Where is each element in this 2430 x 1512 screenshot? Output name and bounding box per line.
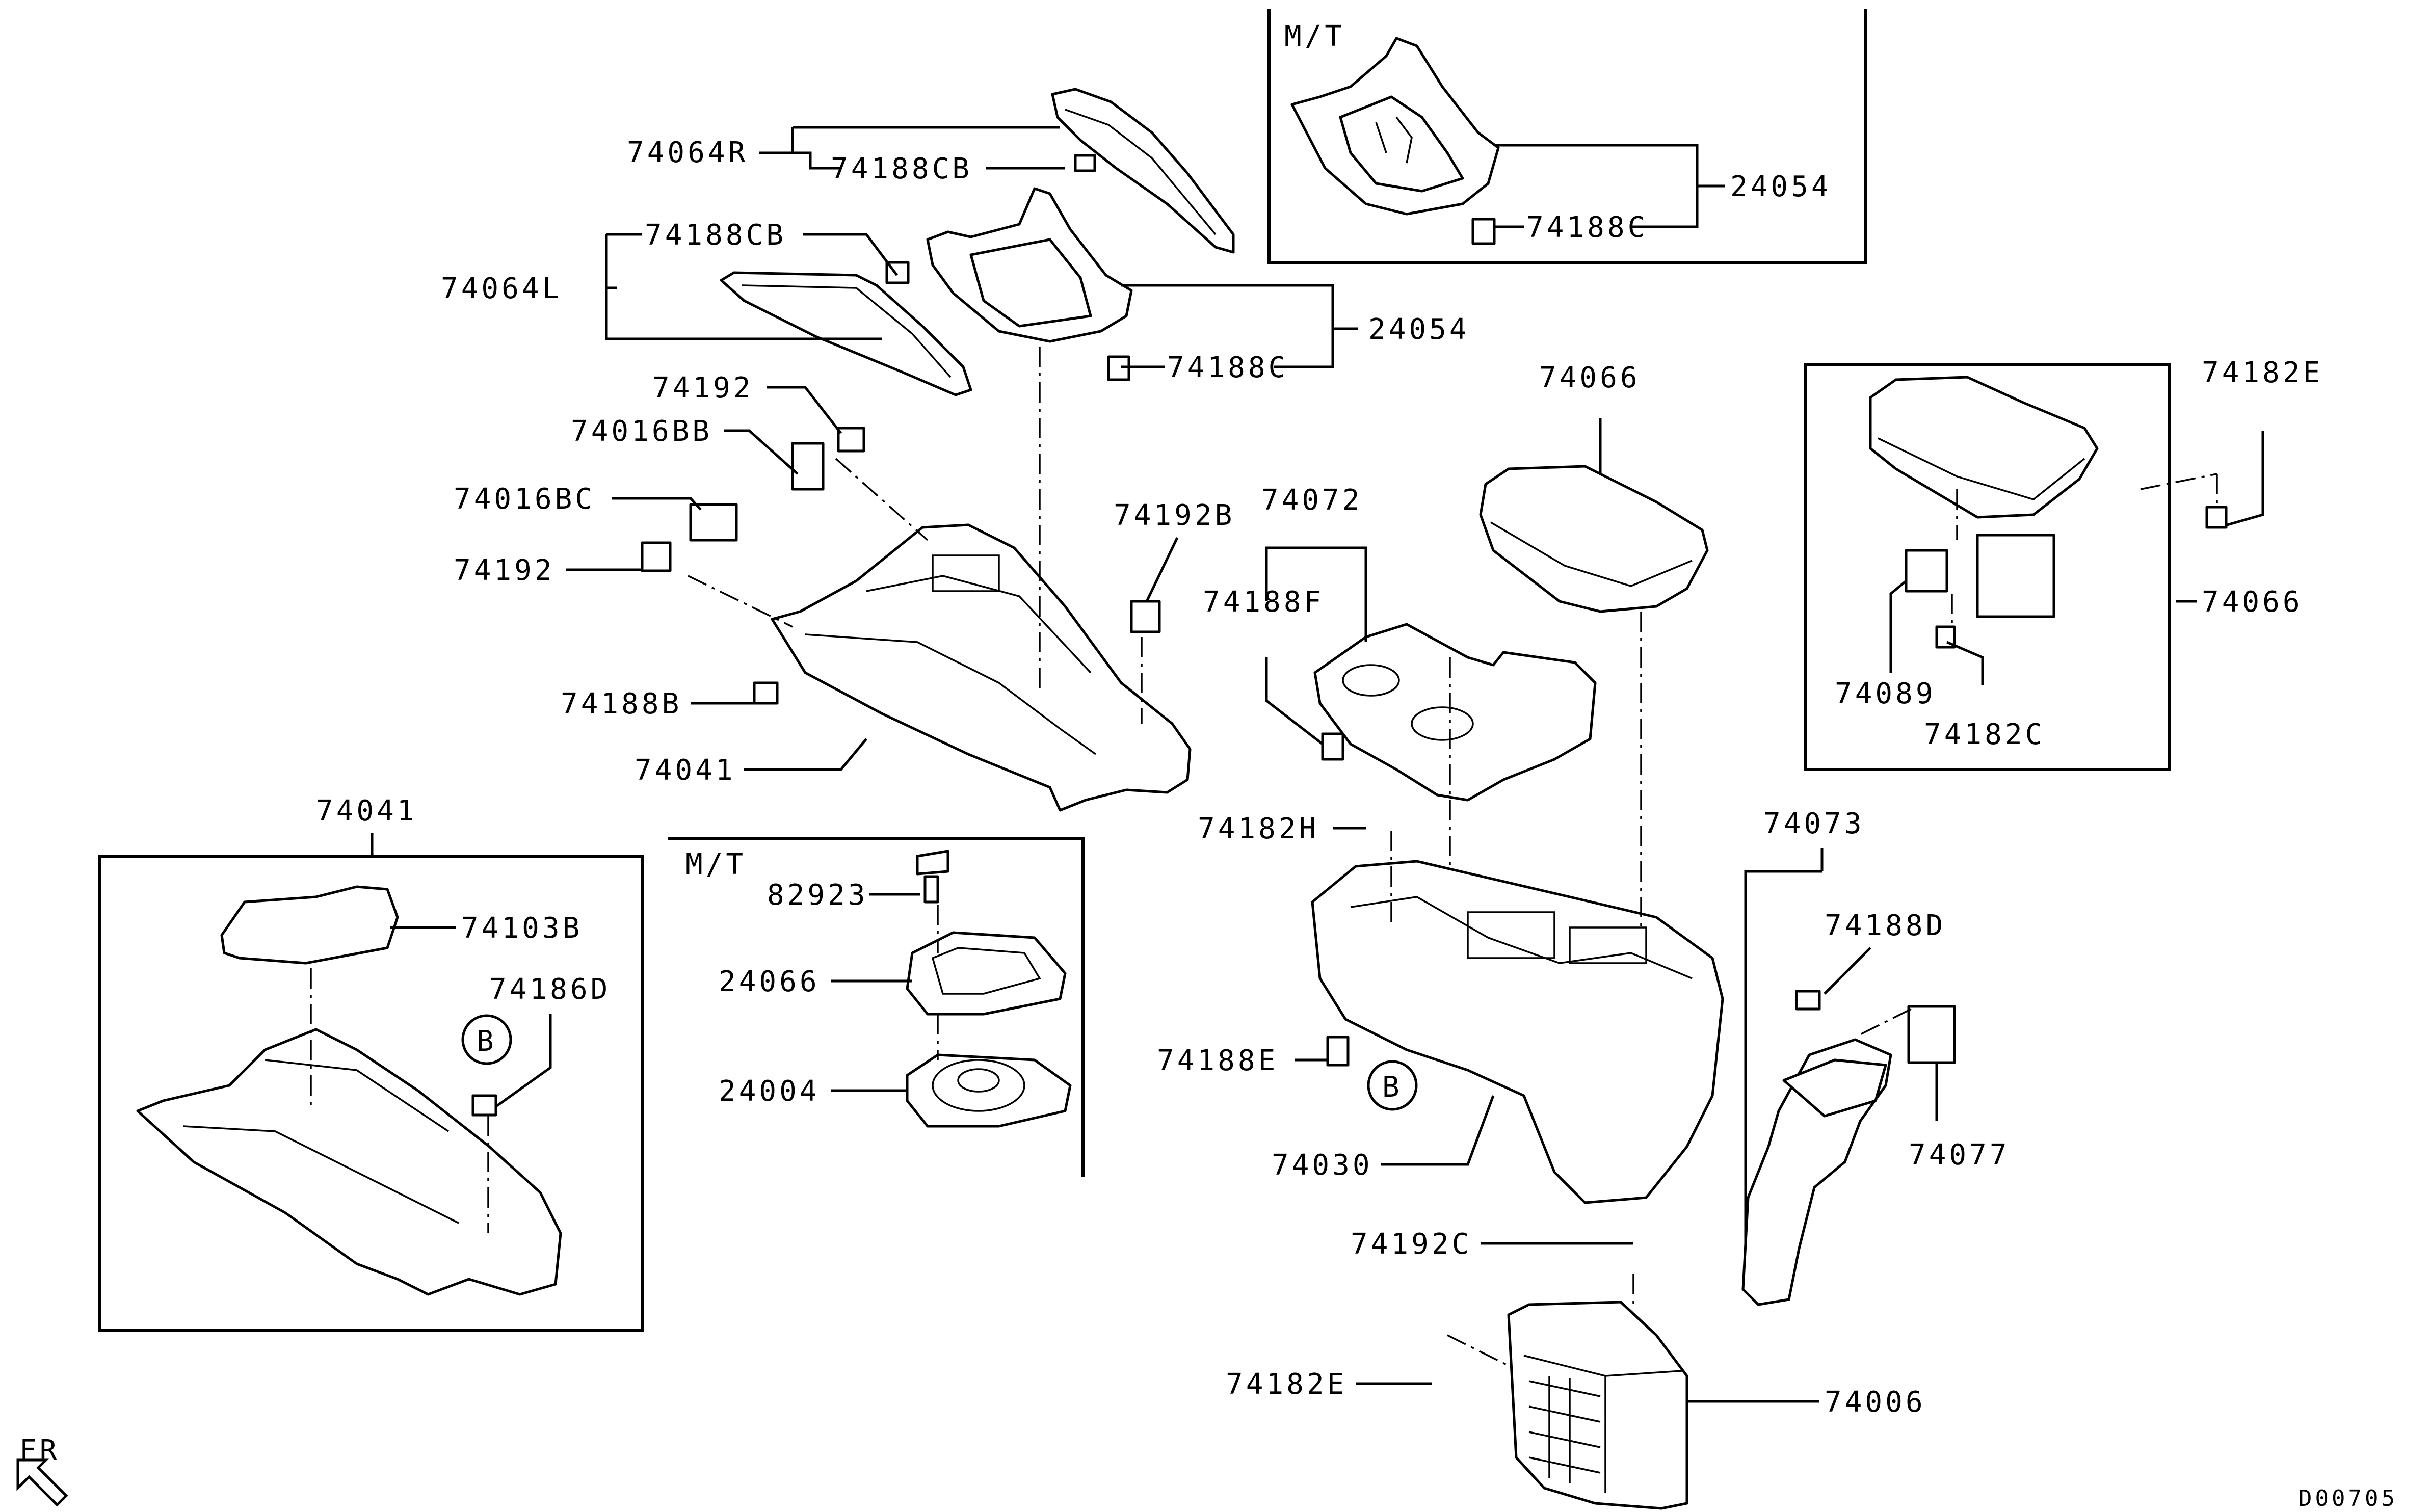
- callout-b-center-label: B: [1382, 1071, 1403, 1104]
- label-74077: 74077: [1909, 1138, 2010, 1172]
- label-74186D: 74186D: [489, 973, 611, 1006]
- label-74016BB: 74016BB: [571, 415, 712, 448]
- leader-lines: [371, 126, 2264, 1403]
- armrest-lid-part: [1479, 465, 1709, 613]
- label-74016BC: 74016BC: [454, 483, 595, 516]
- trim-panel-left-part: [720, 271, 972, 396]
- label-74192-b: 74192: [454, 554, 555, 587]
- label-74188CB-top: 74188CB: [831, 152, 972, 185]
- label-74064R: 74064R: [627, 136, 748, 169]
- callout-b-left-label: B: [477, 1025, 497, 1058]
- label-74182E-right: 74182E: [2202, 356, 2323, 389]
- front-arrow-icon: [16, 1458, 68, 1507]
- floor-console-part: [641, 427, 1192, 812]
- label-74192C: 74192C: [1351, 1228, 1472, 1261]
- label-74006: 74006: [1825, 1386, 1926, 1419]
- label-74188F: 74188F: [1203, 586, 1324, 619]
- mt-top-box: M/T: [1267, 9, 1867, 264]
- label-24054: 24054: [1368, 313, 1470, 346]
- label-82923: 82923: [767, 879, 868, 912]
- mt-shift-box: M/T: [668, 837, 1085, 1177]
- label-74188C: 74188C: [1167, 351, 1288, 384]
- rear-side-panel-part: [1741, 990, 1956, 1306]
- console-bracket-part: [1507, 1301, 1688, 1510]
- label-74192B: 74192B: [1114, 499, 1235, 532]
- label-24054-mt: 24054: [1730, 170, 1832, 203]
- callout-b-left: B: [461, 1014, 512, 1065]
- label-74089: 74089: [1835, 677, 1936, 710]
- front-label: FR: [19, 1434, 60, 1467]
- label-24004: 24004: [719, 1075, 820, 1108]
- shift-bezel-part: [885, 187, 1133, 381]
- label-74182H: 74182H: [1198, 812, 1319, 845]
- label-74188D: 74188D: [1825, 909, 1946, 942]
- mt-top-box-label: M/T: [1284, 20, 1345, 53]
- label-74064L: 74064L: [441, 272, 562, 305]
- mt-bezel-parts: [1290, 37, 1500, 245]
- armrest-detail-parts: [1869, 376, 2228, 649]
- label-74188E: 74188E: [1157, 1044, 1278, 1077]
- alignment-lines: [310, 347, 2218, 1367]
- lower-console-part: [1311, 860, 1724, 1204]
- mt-shift-boot-parts: [906, 850, 1072, 1128]
- mt-shift-box-label: M/T: [685, 848, 746, 881]
- label-74066-right: 74066: [2202, 586, 2303, 619]
- trim-strip-right-part: [1051, 88, 1235, 254]
- label-74066: 74066: [1539, 361, 1641, 394]
- label-74188C-mt: 74188C: [1526, 211, 1648, 244]
- part-labels: 74064R 74188CB 74188CB 74064L 24054 7418…: [316, 136, 2323, 1419]
- label-74188B: 74188B: [561, 687, 682, 721]
- label-74041: 74041: [635, 754, 736, 787]
- label-74073: 74073: [1763, 807, 1865, 840]
- cup-holder-panel-part: [1313, 623, 1597, 802]
- label-74188CB-left: 74188CB: [645, 219, 786, 252]
- callout-b-center: B: [1367, 1060, 1418, 1111]
- label-74192-a: 74192: [652, 372, 754, 405]
- label-74103B: 74103B: [461, 912, 583, 945]
- diagram-code: D00705: [2299, 1486, 2398, 1511]
- label-74182E-bottom: 74182E: [1226, 1368, 1347, 1401]
- label-24066: 24066: [719, 965, 820, 998]
- label-74030: 74030: [1272, 1149, 1373, 1182]
- label-74041-box: 74041: [316, 794, 417, 828]
- front-orientation: FR: [16, 1434, 68, 1507]
- console-detail-parts: [136, 885, 562, 1296]
- label-74182C: 74182C: [1924, 718, 2045, 751]
- armrest-detail-box: [1804, 363, 2171, 771]
- label-74072: 74072: [1261, 484, 1363, 517]
